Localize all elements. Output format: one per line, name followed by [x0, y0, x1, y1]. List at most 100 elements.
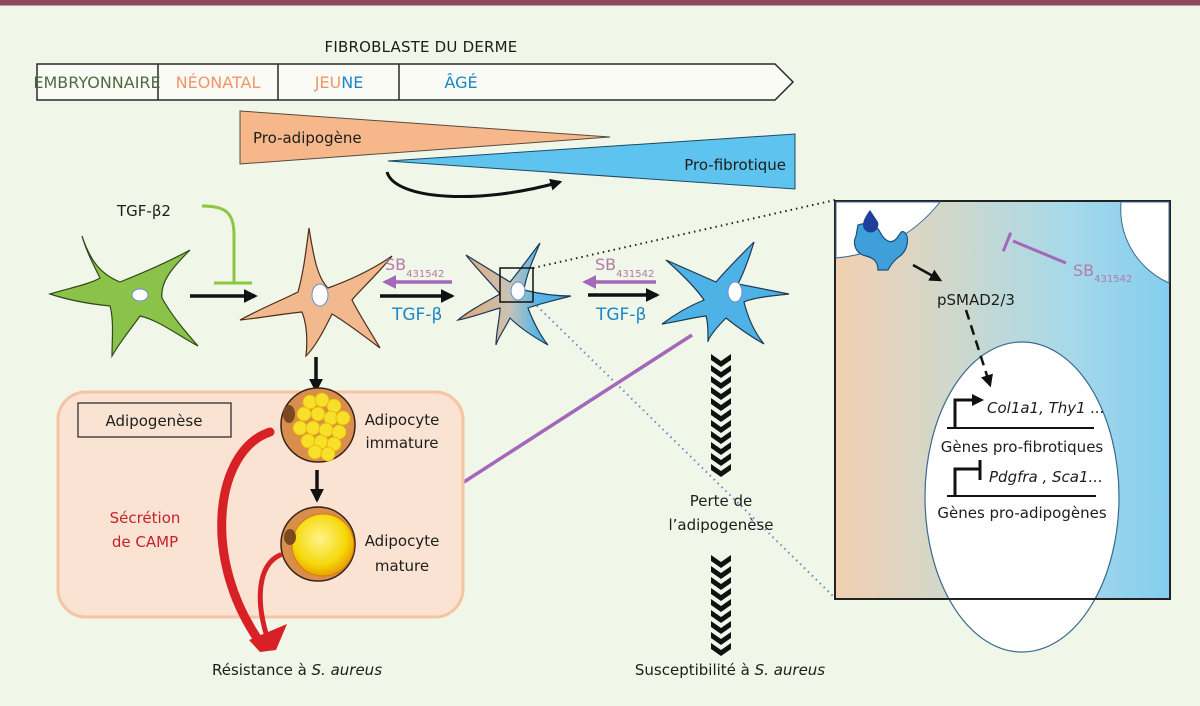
nucleus: [727, 281, 743, 303]
sb-sub: 431542: [1094, 274, 1132, 285]
psmad-label: pSMAD2/3: [937, 291, 1015, 309]
loss-label-line1: Perte de: [690, 492, 753, 510]
lipid-droplet: [296, 406, 312, 422]
pro-fibrotic-label: Pro-fibrotique: [684, 156, 786, 174]
lipid-droplet: [291, 513, 355, 577]
chevron-icon: [711, 442, 731, 455]
young-fibroblast-cell: [455, 242, 572, 346]
chevron-icon: [711, 365, 731, 378]
chevron-stack-bottom: [711, 555, 731, 656]
sb-main: SB: [595, 255, 616, 274]
immature-adipocyte: [280, 387, 356, 463]
sb-label-2: SB431542: [595, 255, 654, 280]
chevron-icon: [711, 588, 731, 601]
tgfb-receptor-icon: [853, 210, 909, 271]
neonatal-fibroblast-cell: [239, 227, 393, 358]
lipid-droplet: [305, 420, 321, 436]
chevron-icon: [711, 643, 731, 656]
pro-adipogenic-wedge: [239, 110, 611, 165]
adipocyte-nucleus: [284, 529, 296, 545]
zoom-box: [499, 267, 534, 303]
zoom-line-top: [532, 199, 836, 269]
chevron-stack-top: [711, 354, 731, 477]
embryonic-fibroblast-cell: [48, 235, 199, 359]
figure-title: FIBROBLASTE DU DERME: [325, 38, 518, 56]
chevron-icon: [711, 420, 731, 433]
nucleus: [311, 283, 329, 307]
chevron-icon: [711, 376, 731, 389]
mature-label-line1: Adipocyte: [365, 532, 440, 550]
signaling-inset: pSMAD2/3 SB431542 Col1a1, Thy1 ... Gènes…: [834, 200, 1171, 653]
adipogenesis-title-box: [77, 402, 232, 438]
lipid-droplet: [320, 446, 336, 462]
stage-young: JEUNE: [314, 73, 364, 92]
susceptibility-species: S. aureus: [755, 661, 826, 679]
tgfb2-inhibition-line: [201, 204, 236, 282]
neighbor-cell-space: [1120, 201, 1170, 284]
sb-inhibition-bar: [1001, 232, 1013, 252]
pro-fibrotic-wedge: [387, 133, 796, 190]
chevron-icon: [711, 577, 731, 590]
adipogenesis-title: Adipogenèse: [106, 412, 203, 430]
stage-young-part1: JEU: [314, 73, 342, 92]
immature-label-line1: Adipocyte: [365, 411, 440, 429]
stage-embryonic: EMBRYONNAIRE: [33, 73, 160, 92]
lipid-droplet: [310, 406, 326, 422]
nucleus: [510, 281, 526, 301]
chevron-icon: [711, 621, 731, 634]
stage-neonatal: NÉONATAL: [176, 73, 261, 92]
mature-label-line2: mature: [375, 557, 429, 575]
chevron-icon: [711, 632, 731, 645]
sb-main: SB: [385, 255, 406, 274]
aged-fibroblast-cell: [661, 241, 790, 345]
sb-sub: 431542: [616, 269, 654, 280]
camp-arrowhead: [249, 624, 287, 652]
susceptibility-label: Susceptibilité à S. aureus: [635, 661, 825, 679]
secretion-label-line1: Sécrétion: [110, 509, 181, 527]
lipid-droplet: [314, 392, 330, 408]
receptor-to-smad-arrow: [912, 263, 943, 282]
chevron-icon: [711, 453, 731, 466]
chevron-icon: [711, 398, 731, 411]
timeline-outline: [36, 63, 795, 101]
tgfb2-label: TGF-β2: [116, 202, 171, 220]
sb-inhibition-line: [1012, 239, 1067, 265]
lipid-droplet: [335, 410, 351, 426]
pro-adipogenic-label: Pro-adipogène: [253, 129, 362, 147]
ligand-icon: [863, 210, 879, 233]
sb-inset-label: SB431542: [1073, 261, 1132, 285]
chevron-icon: [711, 566, 731, 579]
stage-aged: ÂGÉ: [444, 73, 477, 92]
chevron-icon: [711, 387, 731, 400]
fibrotic-caption: Gènes pro-fibrotiques: [941, 438, 1104, 456]
age-timeline: EMBRYONNAIRE NÉONATAL JEUNE ÂGÉ: [33, 63, 795, 101]
loss-label-line2: l’adipogenèse: [668, 516, 773, 534]
adipocyte-nucleus: [283, 405, 295, 423]
inset-bottom-edge: [836, 598, 1170, 600]
smad-nuclear-translocation-arrow: [964, 309, 993, 388]
camp-secretion-arrow-large: [217, 427, 275, 650]
resistance-prefix: Résistance à: [212, 661, 312, 679]
resistance-species: S. aureus: [312, 661, 383, 679]
lipid-droplet: [292, 420, 308, 436]
zoom-line-bottom: [532, 301, 836, 599]
fibrotic-genes: Col1a1, Thy1 ...: [987, 399, 1105, 417]
promoter-repressed-icon: [953, 467, 980, 495]
adipogenic-genes: Pdgfra , Sca1...: [989, 468, 1103, 486]
chevron-icon: [711, 555, 731, 568]
tgfb-label-2: TGF-β: [595, 305, 646, 325]
chevron-icon: [711, 464, 731, 477]
sb-label-1: SB431542: [385, 255, 444, 280]
chevron-icon: [711, 354, 731, 367]
promoter-arrowhead: [972, 394, 984, 406]
chevron-icon: [711, 599, 731, 612]
mature-adipocyte: [280, 506, 356, 582]
nucleus: [131, 288, 149, 302]
promoter-active-icon: [953, 398, 975, 427]
susceptibility-prefix: Susceptibilité à: [635, 661, 755, 679]
chevron-icon: [711, 610, 731, 623]
camp-secretion-arrow-small: [257, 552, 283, 643]
secretion-label-line2: de CAMP: [112, 533, 178, 551]
immature-label-line2: immature: [365, 434, 438, 452]
